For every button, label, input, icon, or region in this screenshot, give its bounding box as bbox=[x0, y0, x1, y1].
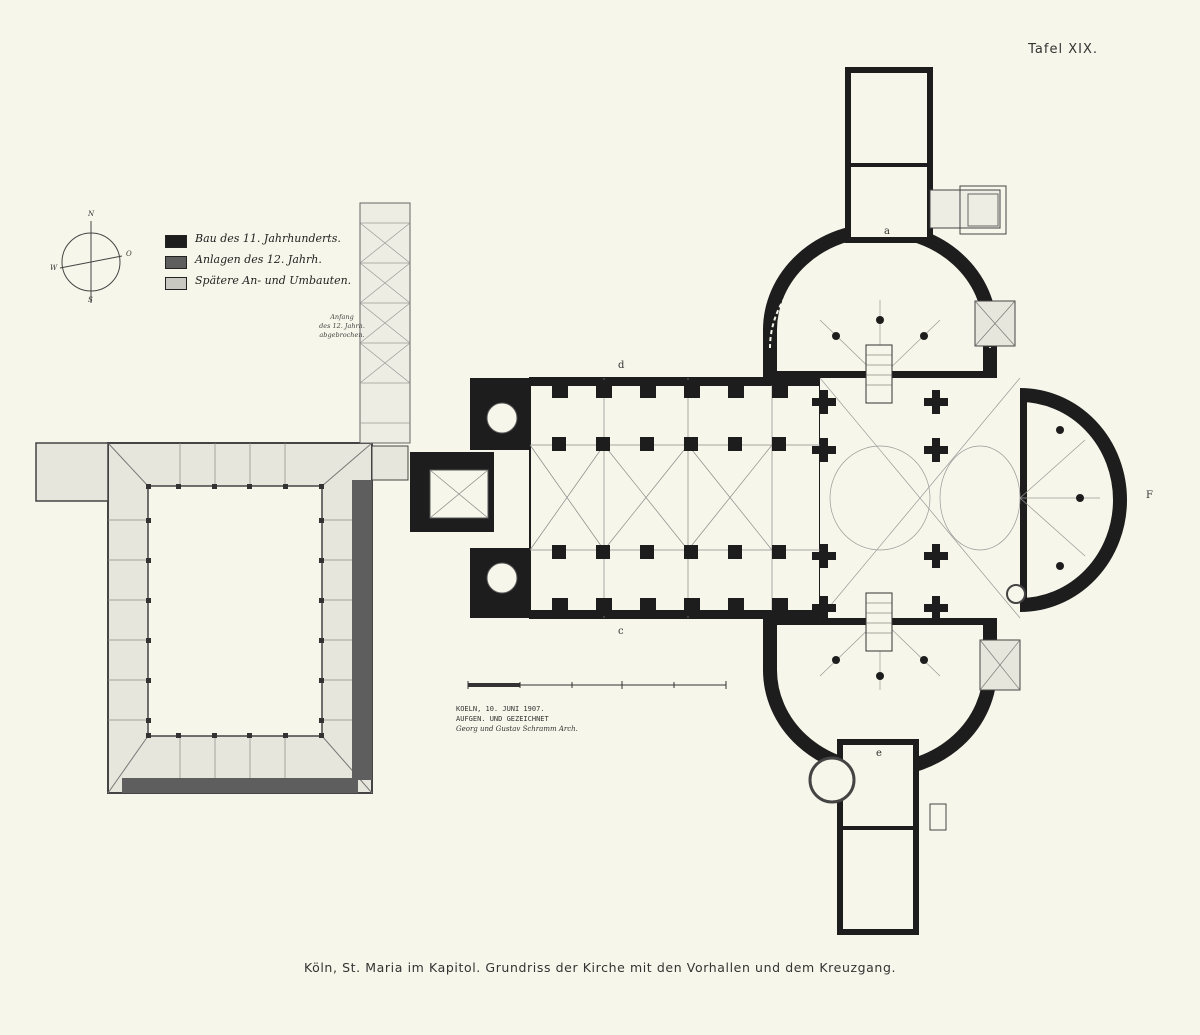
nave bbox=[529, 377, 821, 619]
compass-rose bbox=[59, 221, 123, 303]
legend-swatch-12th-century bbox=[165, 256, 187, 269]
compass-south-label: S bbox=[88, 296, 93, 304]
plate-caption: Köln, St. Maria im Kapitol. Grundriss de… bbox=[303, 960, 897, 975]
legend-swatch-later bbox=[165, 277, 187, 290]
scale-bar bbox=[467, 681, 727, 689]
note-line: abgebrochen. bbox=[319, 331, 365, 339]
legend-label: Bau des 11. Jahrhunderts. bbox=[195, 232, 341, 245]
plate-label: Tafel XIX. bbox=[1028, 42, 1098, 57]
survey-credit: AUFGEN. UND GEZEICHNET bbox=[456, 715, 549, 723]
trefoil-choir bbox=[763, 223, 1127, 777]
north-vestibule bbox=[845, 67, 1016, 347]
compass-north-label: N bbox=[88, 210, 95, 218]
note-line: des 12. Jahrh. bbox=[319, 322, 365, 330]
survey-stamp: KOELN, 10. JUNI 1907. AUFGEN. UND GEZEIC… bbox=[456, 704, 578, 734]
survey-signature: Georg und Gustav Schramm Arch. bbox=[456, 725, 578, 733]
survey-date: KOELN, 10. JUNI 1907. bbox=[456, 705, 545, 713]
compass-west-label: W bbox=[50, 264, 58, 272]
legend-label: Spätere An- und Umbauten. bbox=[195, 274, 352, 287]
south-vestibule bbox=[808, 584, 1026, 935]
note-line: Anfang bbox=[330, 313, 354, 321]
legend-label: Anlagen des 12. Jahrh. bbox=[195, 253, 322, 266]
westwork bbox=[410, 378, 530, 618]
section-mark-a: a bbox=[884, 226, 890, 237]
legend-swatch-11th-century bbox=[165, 235, 187, 248]
cloister bbox=[35, 202, 411, 794]
section-mark-e: e bbox=[876, 748, 882, 759]
section-mark-c: c bbox=[618, 626, 624, 637]
compass-east-label: O bbox=[126, 250, 132, 258]
section-mark-f: F bbox=[1146, 490, 1153, 501]
demolished-note: Anfang des 12. Jahrh. abgebrochen. bbox=[312, 313, 372, 340]
section-mark-d: d bbox=[618, 360, 625, 371]
